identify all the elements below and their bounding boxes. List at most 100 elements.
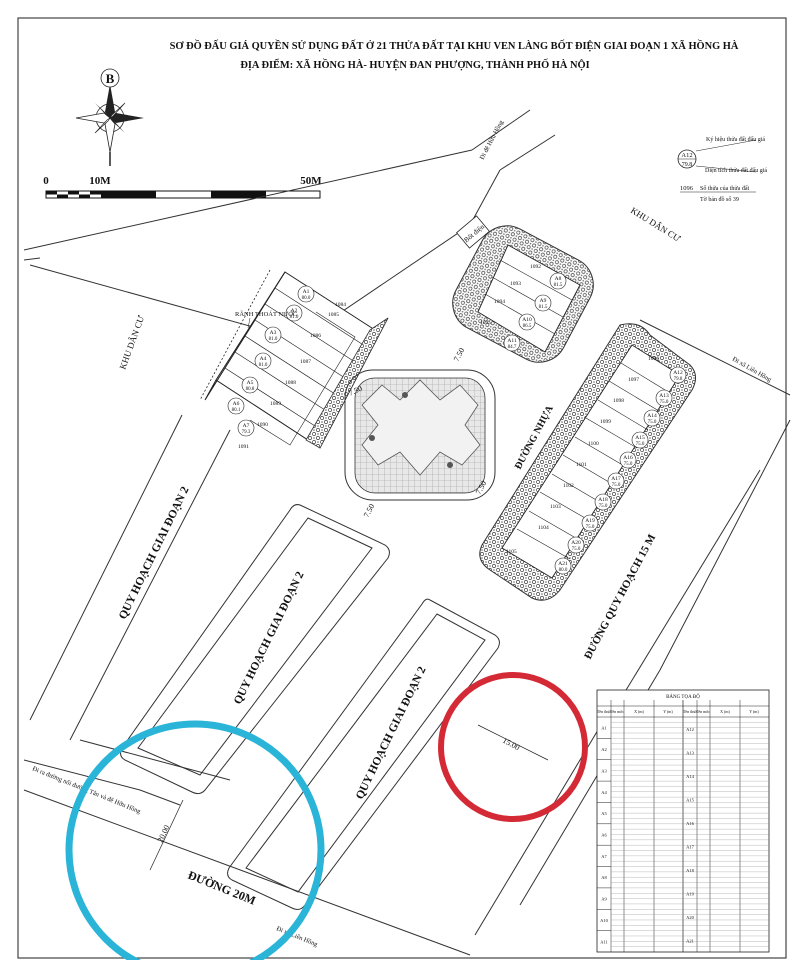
svg-text:84.7: 84.7 — [508, 345, 517, 350]
svg-text:81.5: 81.5 — [554, 283, 563, 288]
svg-text:81.5: 81.5 — [539, 305, 548, 310]
svg-text:A2: A2 — [291, 308, 298, 314]
table-groups: A1A2A3A4A5A6A7A8A9A10A11A12A13A14A15A16A… — [597, 726, 695, 944]
table-group-label: A13 — [686, 750, 694, 755]
svg-text:75.0: 75.0 — [612, 483, 621, 488]
svg-text:1084: 1084 — [335, 302, 346, 308]
svg-text:A6: A6 — [233, 401, 240, 407]
svg-text:1091: 1091 — [238, 444, 249, 450]
phase2-blocks — [120, 504, 500, 910]
svg-text:1104: 1104 — [538, 525, 549, 531]
table-title: BẢNG TỌA ĐỘ — [666, 694, 700, 700]
legend-lot-symbol-desc: Ký hiệu thửa đất đấu giá — [706, 136, 765, 143]
right-lot-dividers — [516, 362, 671, 560]
right-lot-block — [479, 323, 696, 601]
table-header: Y (m) — [749, 709, 759, 714]
table-header: X (m) — [720, 709, 730, 714]
svg-text:A7: A7 — [243, 423, 250, 429]
coordinate-table — [596, 689, 770, 953]
table-group-label: A15 — [686, 797, 694, 802]
table-group-label: A10 — [600, 918, 608, 923]
svg-text:1101: 1101 — [576, 462, 587, 468]
svg-text:1103: 1103 — [550, 504, 561, 510]
svg-text:1105: 1105 — [506, 549, 517, 555]
svg-text:79.3: 79.3 — [242, 430, 251, 435]
table-group-label: A5 — [601, 811, 607, 816]
svg-text:80.0: 80.0 — [559, 568, 568, 573]
svg-text:75.0: 75.0 — [599, 504, 608, 509]
table-group-label: A12 — [686, 727, 694, 732]
scale-bar — [45, 190, 321, 199]
table-group-label: A11 — [600, 939, 608, 944]
table-group-label: A2 — [601, 747, 607, 752]
map-title-line2: ĐỊA ĐIỂM: XÃ HỒNG HÀ- HUYỆN ĐAN PHƯỢNG, … — [240, 58, 589, 71]
svg-text:75.0: 75.0 — [572, 547, 581, 552]
table-group-label: A16 — [686, 821, 694, 826]
scale-mid: 10M — [89, 175, 111, 187]
substation-box — [456, 215, 490, 249]
svg-text:A17: A17 — [611, 476, 621, 482]
table-rows — [611, 722, 769, 947]
svg-text:1094: 1094 — [494, 299, 505, 305]
dim-20: 20.00 — [156, 824, 172, 844]
table-header: Tên thửa — [597, 709, 611, 714]
svg-text:A5: A5 — [247, 380, 254, 386]
svg-text:75.0: 75.0 — [636, 442, 645, 447]
table-group-label: A19 — [686, 891, 694, 896]
svg-text:86.5: 86.5 — [523, 324, 532, 329]
svg-text:1096: 1096 — [648, 356, 659, 362]
label-phase2-left: QUY HOẠCH GIAI ĐOẠN 2 — [117, 485, 192, 622]
table-group-label: A14 — [686, 774, 694, 779]
table-group-label: A8 — [601, 875, 607, 880]
top-lot-block — [452, 225, 594, 363]
svg-text:A3: A3 — [270, 330, 277, 336]
svg-text:A19: A19 — [585, 518, 595, 524]
table-group-label: A1 — [601, 726, 607, 731]
map-title-line1: SƠ ĐỒ ĐẤU GIÁ QUYỀN SỬ DỤNG ĐẤT Ở 21 THỬ… — [170, 39, 739, 52]
svg-text:81.0: 81.0 — [290, 315, 299, 320]
svg-text:A20: A20 — [571, 540, 581, 546]
svg-text:A13: A13 — [659, 393, 669, 399]
legend-sheet-desc: Tờ bản đồ số 39 — [700, 196, 739, 203]
table-group-label: A20 — [686, 915, 694, 920]
svg-text:75.0: 75.0 — [586, 525, 595, 530]
svg-text:1086: 1086 — [310, 333, 321, 339]
svg-text:A16: A16 — [623, 455, 633, 461]
table-header: Y (m) — [663, 709, 673, 714]
label-residential-right: KHU DÂN CƯ — [629, 205, 682, 243]
compass-letter: B — [106, 71, 115, 86]
left-lot-dividers — [224, 287, 366, 427]
table-header: X (m) — [634, 709, 644, 714]
svg-text:75.0: 75.0 — [660, 400, 669, 405]
legend-parcel-no: 1096 — [680, 185, 694, 192]
svg-text:1089: 1089 — [270, 401, 281, 407]
table-group-label: A6 — [601, 833, 607, 838]
label-plan-15m: ĐƯỜNG QUY HOẠCH 15 M — [582, 532, 658, 662]
svg-text:1085: 1085 — [328, 312, 339, 318]
legend-lot-symbol: A12 — [681, 152, 692, 159]
dim-15: 15.00 — [501, 736, 521, 752]
svg-text:1093: 1093 — [510, 281, 521, 287]
svg-text:1092: 1092 — [530, 264, 541, 270]
legend-area-desc: Diện tích thửa đất đấu giá — [705, 167, 767, 174]
svg-text:A10: A10 — [522, 317, 532, 323]
svg-text:1099: 1099 — [600, 419, 611, 425]
table-group-label: A4 — [601, 790, 607, 795]
table-group-label: A7 — [601, 854, 607, 859]
label-residential-left: KHU DÂN CƯ — [117, 314, 146, 371]
